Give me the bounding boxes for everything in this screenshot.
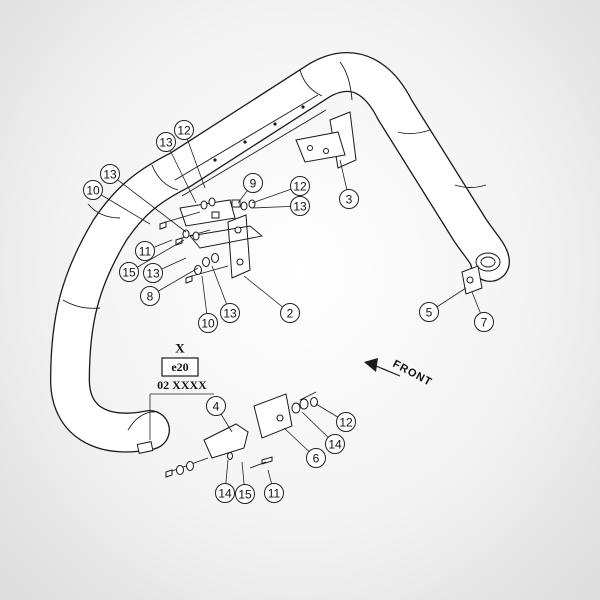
lower-bracket bbox=[165, 391, 318, 478]
callout-number: 13 bbox=[293, 200, 307, 214]
callout-number: 14 bbox=[328, 438, 342, 452]
approval-code: e20 bbox=[171, 360, 188, 374]
front-label: FRONT bbox=[391, 358, 435, 389]
callout-2: 2 bbox=[243, 275, 300, 323]
callout-number: 13 bbox=[146, 267, 160, 281]
approval-mark: X e20 02 XXXX bbox=[149, 341, 214, 440]
callout-circle bbox=[336, 412, 356, 432]
callout-5: 5 bbox=[419, 287, 467, 322]
approval-number: 02 XXXX bbox=[157, 378, 207, 392]
callout-14: 14 bbox=[301, 411, 345, 454]
callout-13: 13 bbox=[251, 196, 310, 216]
callout-number: 10 bbox=[86, 184, 100, 198]
callout-circle bbox=[290, 196, 310, 216]
callout-circle bbox=[215, 483, 235, 503]
callout-number: 12 bbox=[339, 416, 353, 430]
callout-15: 15 bbox=[235, 461, 255, 504]
callout-number: 13 bbox=[103, 168, 117, 182]
callout-8: 8 bbox=[140, 267, 199, 306]
callout-number: 7 bbox=[481, 316, 488, 330]
callout-leader bbox=[109, 173, 187, 233]
callout-circle bbox=[419, 302, 439, 322]
callout-12: 12 bbox=[251, 176, 310, 204]
callout-number: 12 bbox=[293, 180, 307, 194]
callout-circle bbox=[306, 448, 326, 468]
callout-number: 12 bbox=[177, 124, 191, 138]
callout-13: 13 bbox=[143, 257, 187, 283]
callout-number: 15 bbox=[238, 488, 252, 502]
callout-leader bbox=[92, 189, 151, 225]
callout-circle bbox=[339, 189, 359, 209]
callout-circle bbox=[174, 120, 194, 140]
callout-11: 11 bbox=[135, 239, 173, 261]
callout-circle bbox=[83, 180, 103, 200]
callout-15: 15 bbox=[119, 239, 185, 282]
callout-circle bbox=[280, 303, 300, 323]
callout-number: 14 bbox=[218, 487, 232, 501]
callout-7: 7 bbox=[471, 291, 494, 332]
bullbar-tube bbox=[50, 52, 510, 453]
callout-4: 4 bbox=[206, 396, 233, 433]
callout-12: 12 bbox=[174, 120, 206, 189]
callout-3: 3 bbox=[339, 159, 359, 209]
callout-circle bbox=[119, 262, 139, 282]
callout-number: 11 bbox=[268, 487, 281, 501]
callout-number: 11 bbox=[139, 245, 152, 259]
callout-circle bbox=[140, 286, 160, 306]
right-end-mount bbox=[461, 265, 483, 295]
callout-number: 10 bbox=[201, 317, 215, 331]
callout-14: 14 bbox=[215, 459, 235, 503]
callout-leader bbox=[128, 239, 185, 273]
callout-circle bbox=[325, 434, 345, 454]
callout-12: 12 bbox=[315, 403, 356, 432]
callout-circle bbox=[243, 173, 263, 193]
callout-number: 3 bbox=[346, 193, 353, 207]
approval-code-box bbox=[161, 357, 199, 377]
callout-number: 2 bbox=[287, 307, 294, 321]
callout-circle bbox=[220, 303, 240, 323]
callout-13: 13 bbox=[211, 265, 240, 323]
callout-circle bbox=[135, 241, 155, 261]
callout-number: 5 bbox=[426, 306, 433, 320]
callout-circle bbox=[474, 312, 494, 332]
callout-circle bbox=[156, 132, 176, 152]
callout-10: 10 bbox=[83, 180, 151, 225]
callout-number: 13 bbox=[223, 307, 237, 321]
callout-11: 11 bbox=[264, 469, 284, 503]
callout-13: 13 bbox=[156, 132, 197, 204]
callout-circle bbox=[206, 396, 226, 416]
hardware-bolts bbox=[159, 197, 256, 284]
callout-number: 6 bbox=[313, 452, 320, 466]
callout-number: 13 bbox=[159, 136, 173, 150]
front-direction-arrow: FRONT bbox=[364, 358, 434, 389]
callout-6: 6 bbox=[283, 427, 326, 468]
callout-number: 15 bbox=[122, 266, 136, 280]
callout-circle bbox=[198, 313, 218, 333]
callout-leader bbox=[183, 129, 206, 189]
callout-leader bbox=[165, 141, 197, 204]
callout-circle bbox=[100, 164, 120, 184]
callout-number: 9 bbox=[250, 177, 257, 191]
label-plate bbox=[136, 441, 154, 454]
callout-10: 10 bbox=[198, 275, 218, 333]
callout-13: 13 bbox=[100, 164, 187, 233]
callout-circle bbox=[235, 484, 255, 504]
callout-9: 9 bbox=[237, 173, 263, 204]
callout-circle bbox=[290, 176, 310, 196]
callout-circle bbox=[143, 263, 163, 283]
callout-circle bbox=[264, 483, 284, 503]
callout-number: 4 bbox=[213, 400, 220, 414]
callout-number: 8 bbox=[147, 290, 154, 304]
approval-x-label: X bbox=[175, 341, 185, 356]
